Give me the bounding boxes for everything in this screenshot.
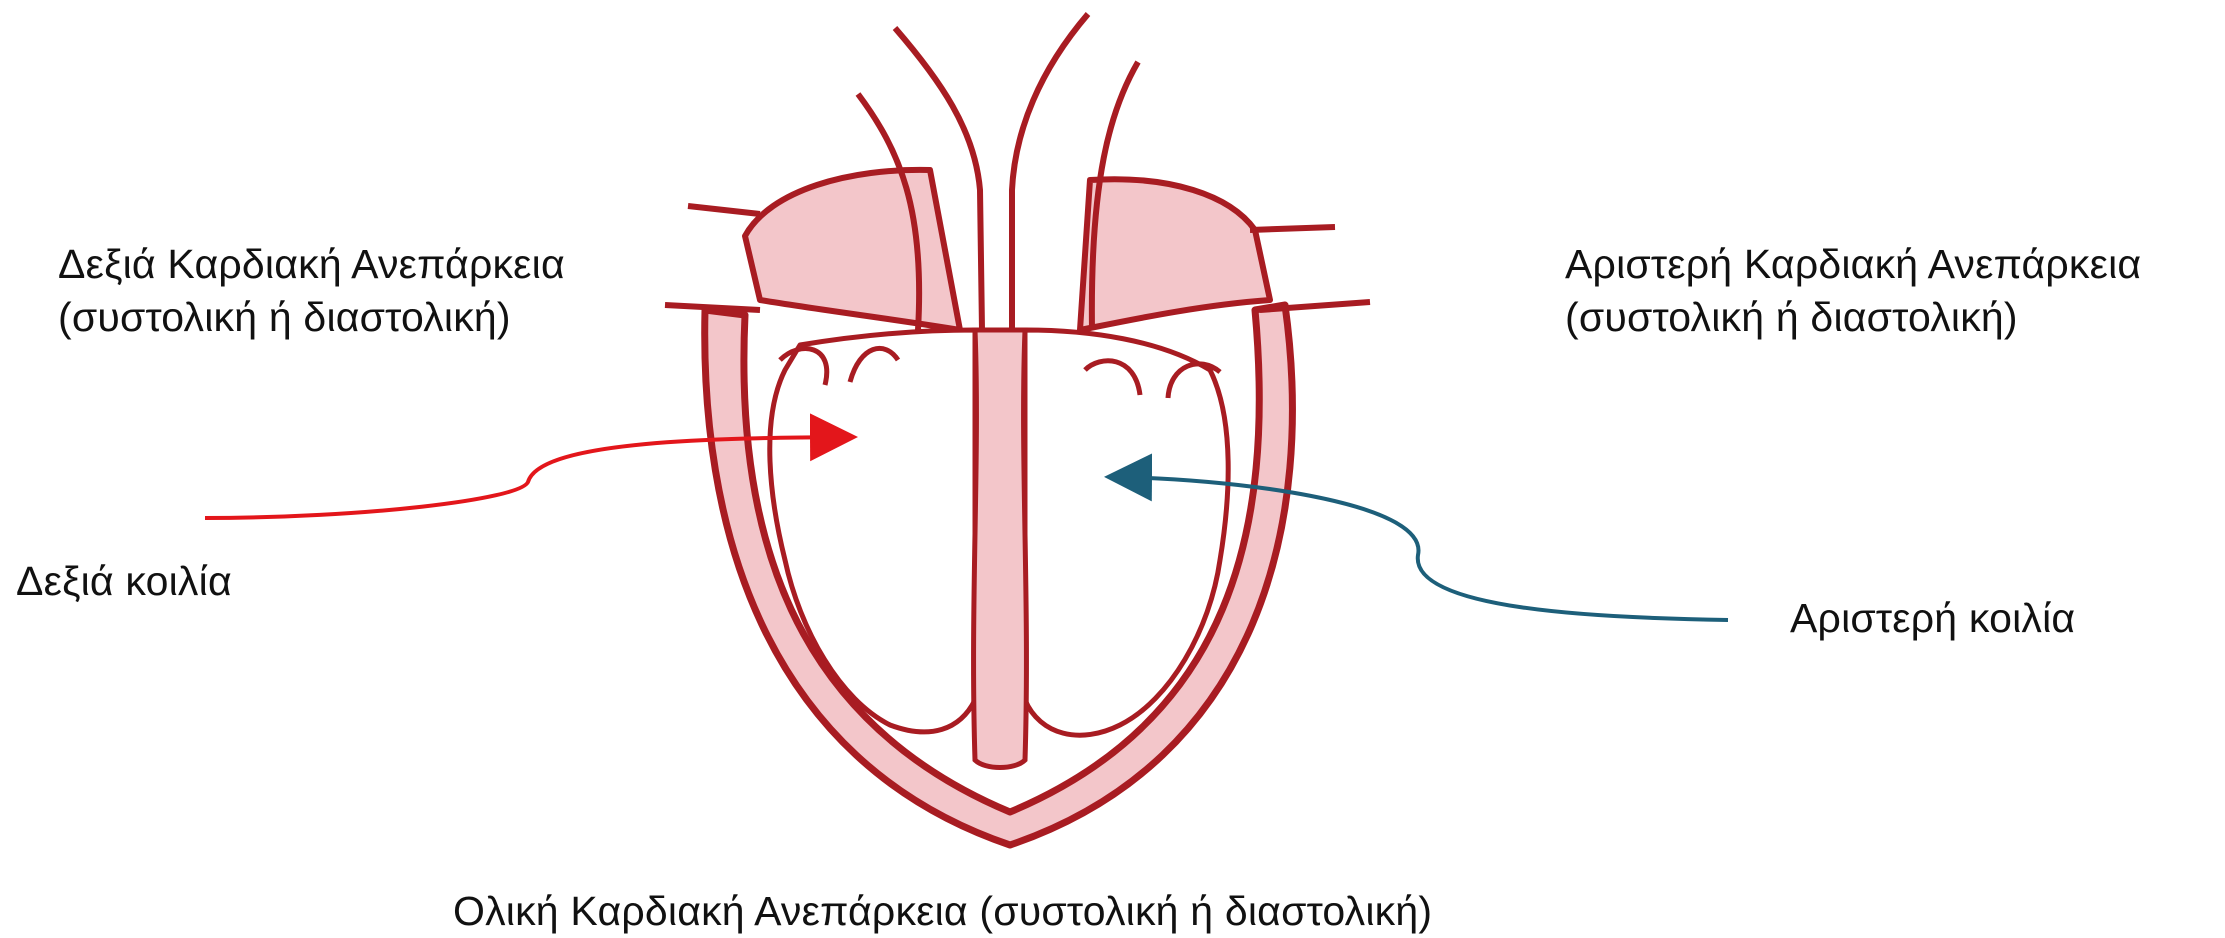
right-heart-failure-line-1: Δεξιά Καρδιακή Ανεπάρκεια [58, 238, 565, 291]
total-heart-failure-label: Ολική Καρδιακή Ανεπάρκεια (συστολική ή δ… [453, 885, 1432, 938]
upper-chamber-right [1080, 179, 1270, 330]
upper-chamber [745, 170, 960, 330]
right-ventricle-label: Δεξιά κοιλία [16, 555, 232, 608]
left-ventricle-label: Αριστερή κοιλία [1790, 592, 2075, 645]
right-heart-failure-label: Δεξιά Καρδιακή Ανεπάρκεια (συστολική ή δ… [58, 238, 565, 344]
left-heart-failure-label: Αριστερή Καρδιακή Ανεπάρκεια (συστολική … [1565, 238, 2141, 344]
aorta-vessel-inner [1012, 14, 1088, 330]
interventricular-septum [974, 330, 1027, 768]
left-heart-failure-line-1: Αριστερή Καρδιακή Ανεπάρκεια [1565, 238, 2141, 291]
left-heart-failure-line-2: (συστολική ή διαστολική) [1565, 291, 2141, 344]
vena-cava-left [665, 206, 760, 310]
right-heart-failure-line-2: (συστολική ή διαστολική) [58, 291, 565, 344]
